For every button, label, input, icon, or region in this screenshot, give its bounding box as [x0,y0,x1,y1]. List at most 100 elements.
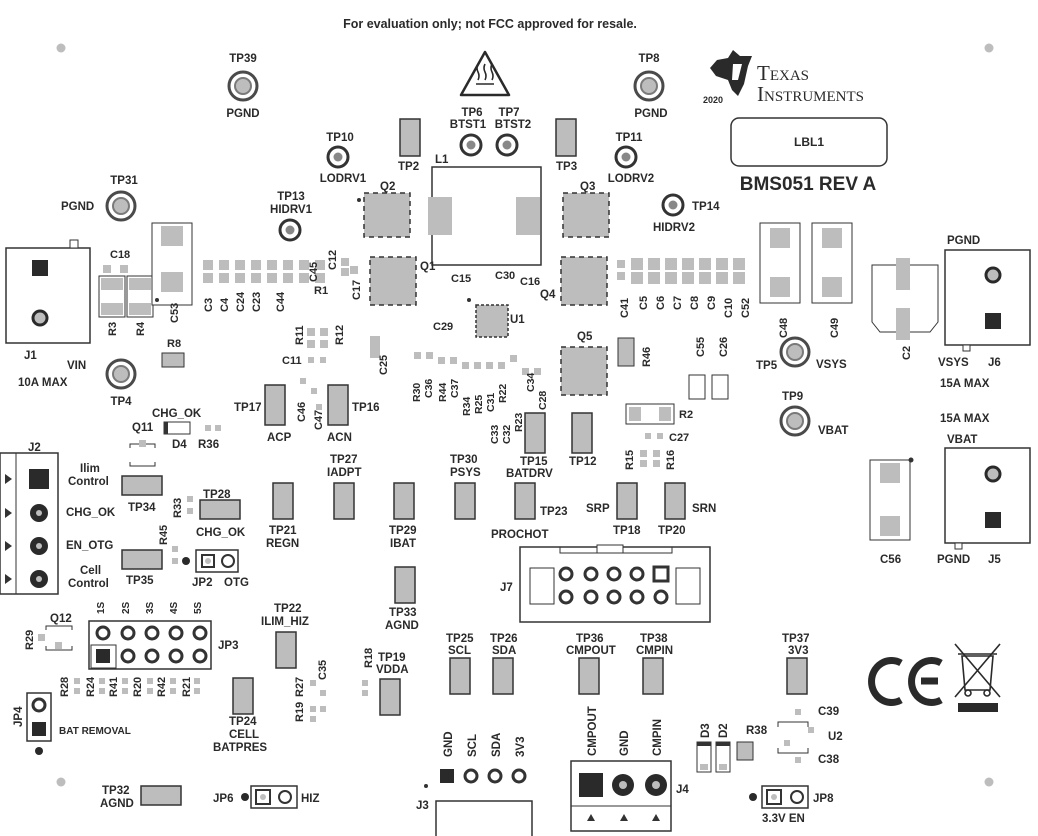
jumper-jp3[interactable] [88,620,212,670]
c27-ref: C27 [669,432,689,444]
j3-pin-label-3: 3V3 [515,737,527,757]
tp17-net: ACP [267,432,292,444]
mosfet-q1 [369,256,417,306]
tp17-pad[interactable] [264,384,286,426]
tp23-label: TP23 [540,506,568,518]
tp35-pad[interactable] [121,549,163,570]
hot-surface-warning-icon [459,50,511,97]
tp26-pad[interactable] [492,657,514,695]
tp18-pad[interactable] [616,482,638,520]
tp31-ring[interactable] [105,190,137,222]
tp33-pad[interactable] [394,566,416,604]
tp16-pad[interactable] [327,384,349,426]
j3-pin-label-0: GND [443,731,455,757]
connector-j4-ref: J4 [676,784,689,796]
jumper-jp2[interactable] [195,549,239,573]
label-box [730,117,888,167]
tp22-pad[interactable] [275,631,297,669]
tp11-label: TP11 [616,132,643,144]
tp20-pad[interactable] [664,482,686,520]
tp6-label: TP6 [461,107,482,119]
tp39-ring[interactable] [227,70,259,102]
tp36-pad[interactable] [578,657,600,695]
tp35-label: TP35 [126,575,154,587]
c47-ref: C47 [313,410,325,430]
tp5-ring[interactable] [779,336,811,368]
resistor-r2 [625,403,675,425]
tp12-pad[interactable] [571,412,593,454]
resistor-r8 [161,352,185,368]
tp23-pad[interactable] [514,482,536,520]
c16-ref: C16 [520,276,540,288]
connector-j2[interactable] [0,452,59,595]
ce-mark-icon [868,657,943,706]
tp34-pad[interactable] [121,475,163,496]
tp8-ring[interactable] [633,70,665,102]
connector-j6[interactable] [944,249,1031,352]
tp8-label: TP8 [638,53,660,65]
tp6-ring[interactable] [459,133,483,157]
tp2-label: TP2 [398,161,419,173]
connector-j1[interactable] [5,239,91,344]
c29-ref: C29 [433,321,453,333]
inductor-l1-ref: L1 [435,154,449,166]
bank-right-label-7: C52 [740,298,752,318]
connector-j6-side: VSYS [938,357,969,369]
jumper-jp8[interactable] [761,785,809,809]
tp13-net: HIDRV1 [270,204,313,216]
c53-ref: C53 [169,303,181,323]
tp27-pad[interactable] [333,482,355,520]
c39-ref: C39 [818,706,839,718]
tp3-label: TP3 [556,161,577,173]
small-passives-r27 [310,680,326,722]
resistor-r45 [172,558,178,564]
r46-ref: R46 [641,347,653,367]
jumper-jp4[interactable] [26,692,52,755]
tp3-pad[interactable] [555,118,577,157]
connector-j7[interactable] [519,544,711,623]
diode-d4-band [164,422,168,434]
q12-ref: Q12 [50,613,72,625]
tp7-ring[interactable] [495,133,519,157]
jumper-jp8-label: 3.3V EN [762,813,805,825]
tp19-pad[interactable] [379,678,401,716]
tp14-ring[interactable] [661,193,685,217]
tp38-pad[interactable] [642,657,664,695]
tp21-pad[interactable] [272,482,294,520]
j3-pin-label-2: SDA [491,733,503,757]
tp11-ring[interactable] [614,145,638,169]
tp10-label: TP10 [326,132,354,144]
jumper-jp6[interactable] [250,785,298,809]
tp2-pad[interactable] [399,118,421,157]
tp24-label: TP24 [229,716,257,728]
tp37-pad[interactable] [786,657,808,695]
connector-j3-ref: J3 [416,800,429,812]
tp9-ring[interactable] [779,405,811,437]
tp11-net: LODRV2 [608,173,654,185]
tp24-pad[interactable] [232,677,254,715]
jp3-resistor-label-2: R41 [108,677,120,697]
tp15-pad[interactable] [524,412,546,454]
j4-pin-label-0: CMPOUT [587,706,599,756]
connector-j4[interactable] [570,760,672,832]
tp32-pad[interactable] [140,785,182,806]
r3-ref: R3 [107,322,119,336]
inductor-l1-pad [516,197,540,235]
tp25-pad[interactable] [449,657,471,695]
tp21-label: TP21 [269,525,297,537]
tp28-pad[interactable] [199,499,241,520]
d4-ref: D4 [172,439,187,451]
tp29-pad[interactable] [393,482,415,520]
connector-j5[interactable] [944,447,1031,550]
tp13-ring[interactable] [278,218,302,242]
connector-j3[interactable] [424,768,533,836]
ic-u1 [475,304,509,338]
tp30-pad[interactable] [454,482,476,520]
tp10-ring[interactable] [326,145,350,169]
tp4-ring[interactable] [105,358,137,390]
bank-right-label-2: C6 [655,296,667,310]
r12-ref: R12 [334,325,346,345]
